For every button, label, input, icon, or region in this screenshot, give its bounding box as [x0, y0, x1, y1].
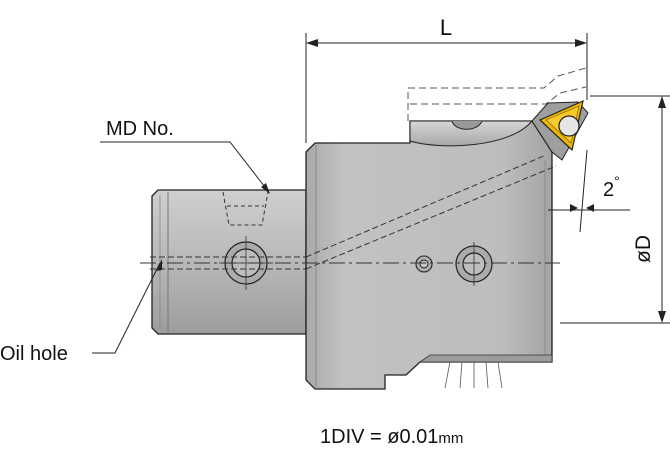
- coolant-channels: [305, 154, 557, 270]
- oil-hole-label: Oil hole: [0, 343, 68, 365]
- insert: [531, 99, 589, 161]
- diameter-label: øD: [632, 235, 655, 263]
- md-screw-pocket: [222, 191, 269, 226]
- shank: [150, 189, 307, 335]
- small-port: [415, 255, 433, 273]
- scale-note: 1DIV = ø0.01mm: [320, 426, 463, 448]
- angle-label: 2°: [603, 173, 620, 201]
- oil-hole-leader: [92, 262, 161, 354]
- head-port: [455, 242, 493, 286]
- md-no-label: MD No.: [106, 118, 174, 140]
- angle-dimension: [548, 149, 630, 233]
- length-label: L: [440, 15, 452, 40]
- phantom-outline: [407, 67, 587, 121]
- dimension-d: [560, 95, 670, 324]
- dimension-l: [305, 33, 588, 143]
- md-no-leader: [100, 141, 269, 192]
- head-body: [305, 120, 553, 390]
